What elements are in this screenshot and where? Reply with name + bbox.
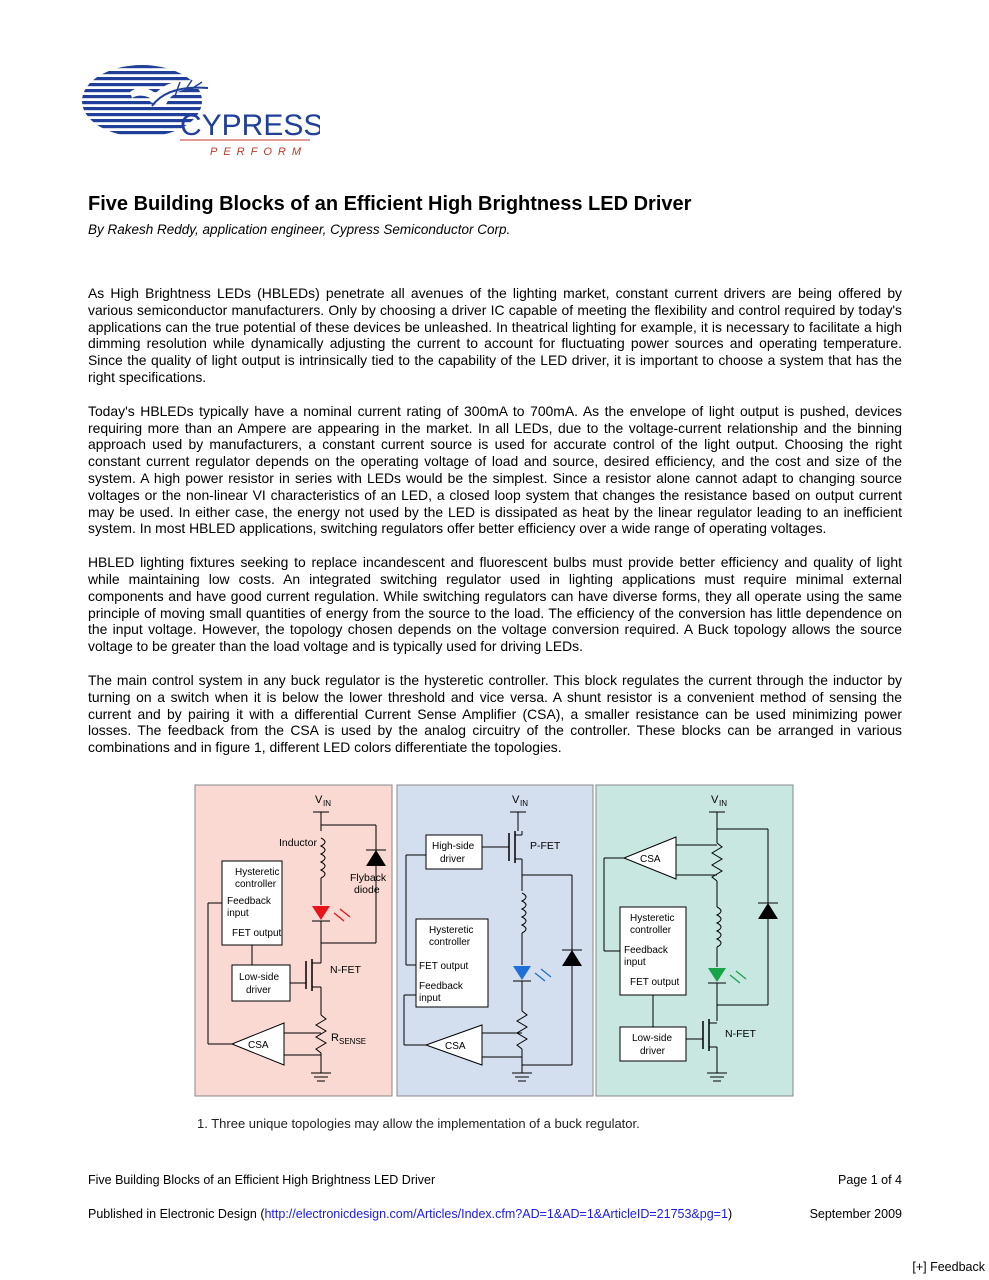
svg-text:input: input (624, 957, 646, 968)
published-in: Published in Electronic Design (http://e… (88, 1207, 733, 1221)
svg-text:Inductor: Inductor (279, 837, 317, 849)
svg-text:Flyback: Flyback (350, 872, 387, 884)
svg-text:Feedback: Feedback (624, 945, 669, 956)
figure-1-buck-topologies: V IN Flyback diode Inductor Hysteretic c… (194, 783, 794, 1098)
svg-text:controller: controller (429, 937, 471, 948)
svg-text:controller: controller (630, 925, 672, 936)
svg-text:driver: driver (440, 854, 466, 865)
topology-panel-3: V IN CSA Hysteretic co (595, 784, 794, 1097)
figure-caption: 1. Three unique topologies may allow the… (197, 1116, 640, 1131)
svg-text:FET output: FET output (419, 961, 469, 972)
svg-text:IN: IN (719, 799, 727, 808)
paragraph-1: As High Brightness LEDs (HBLEDs) penetra… (88, 285, 902, 385)
topology-panel-2: V IN P-FET High-side driver (396, 784, 594, 1097)
svg-text:diode: diode (354, 884, 380, 896)
svg-text:Low-side: Low-side (632, 1033, 672, 1044)
paragraph-3: HBLED lighting fixtures seeking to repla… (88, 554, 902, 655)
svg-text:SENSE: SENSE (339, 1037, 366, 1046)
svg-text:CSA: CSA (640, 854, 661, 865)
paragraph-4: The main control system in any buck regu… (88, 671, 902, 756)
svg-text:N-FET: N-FET (725, 1028, 756, 1040)
svg-text:driver: driver (246, 985, 272, 996)
logo-tagline: PERFORM (210, 146, 307, 158)
publication-date: September 2009 (809, 1207, 902, 1221)
globe-stripes-icon (82, 65, 202, 137)
article-byline: By Rakesh Reddy, application engineer, C… (88, 222, 511, 237)
svg-text:CSA: CSA (445, 1041, 466, 1052)
svg-text:Hysteretic: Hysteretic (429, 925, 473, 936)
svg-text:input: input (419, 993, 441, 1004)
svg-text:V: V (315, 794, 323, 806)
svg-text:Hysteretic: Hysteretic (630, 913, 674, 924)
svg-text:P-FET: P-FET (530, 840, 561, 852)
article-title: Five Building Blocks of an Efficient Hig… (88, 193, 692, 215)
svg-text:IN: IN (520, 799, 528, 808)
footer-doc-title: Five Building Blocks of an Efficient Hig… (88, 1173, 436, 1187)
svg-text:driver: driver (640, 1046, 666, 1057)
svg-text:Feedback: Feedback (227, 896, 272, 907)
svg-text:High-side: High-side (432, 841, 475, 852)
logo-wordmark: CYPRESS (180, 109, 320, 142)
feedback-link[interactable]: [+] Feedback (912, 1260, 985, 1274)
svg-text:N-FET: N-FET (330, 964, 361, 976)
svg-text:FET output: FET output (232, 928, 282, 939)
svg-text:FET output: FET output (630, 977, 680, 988)
topology-panel-1: V IN Flyback diode Inductor Hysteretic c… (194, 784, 393, 1097)
svg-text:Feedback: Feedback (419, 981, 464, 992)
article-url-link[interactable]: http://electronicdesign.com/Articles/Ind… (264, 1207, 728, 1221)
paragraph-2: Today's HBLEDs typically have a nominal … (88, 402, 902, 537)
svg-text:CSA: CSA (248, 1040, 269, 1051)
svg-text:input: input (227, 908, 249, 919)
article-body: As High Brightness LEDs (HBLEDs) penetra… (88, 285, 902, 773)
svg-text:V: V (711, 794, 719, 806)
svg-text:Low-side: Low-side (239, 972, 279, 983)
svg-text:R: R (331, 1032, 339, 1044)
cypress-logo: CYPRESS PERFORM (80, 62, 323, 162)
svg-text:controller: controller (235, 879, 277, 890)
svg-text:IN: IN (323, 799, 331, 808)
svg-text:V: V (512, 794, 520, 806)
svg-text:Hysteretic: Hysteretic (235, 867, 279, 878)
footer-page-number: Page 1 of 4 (838, 1173, 902, 1187)
